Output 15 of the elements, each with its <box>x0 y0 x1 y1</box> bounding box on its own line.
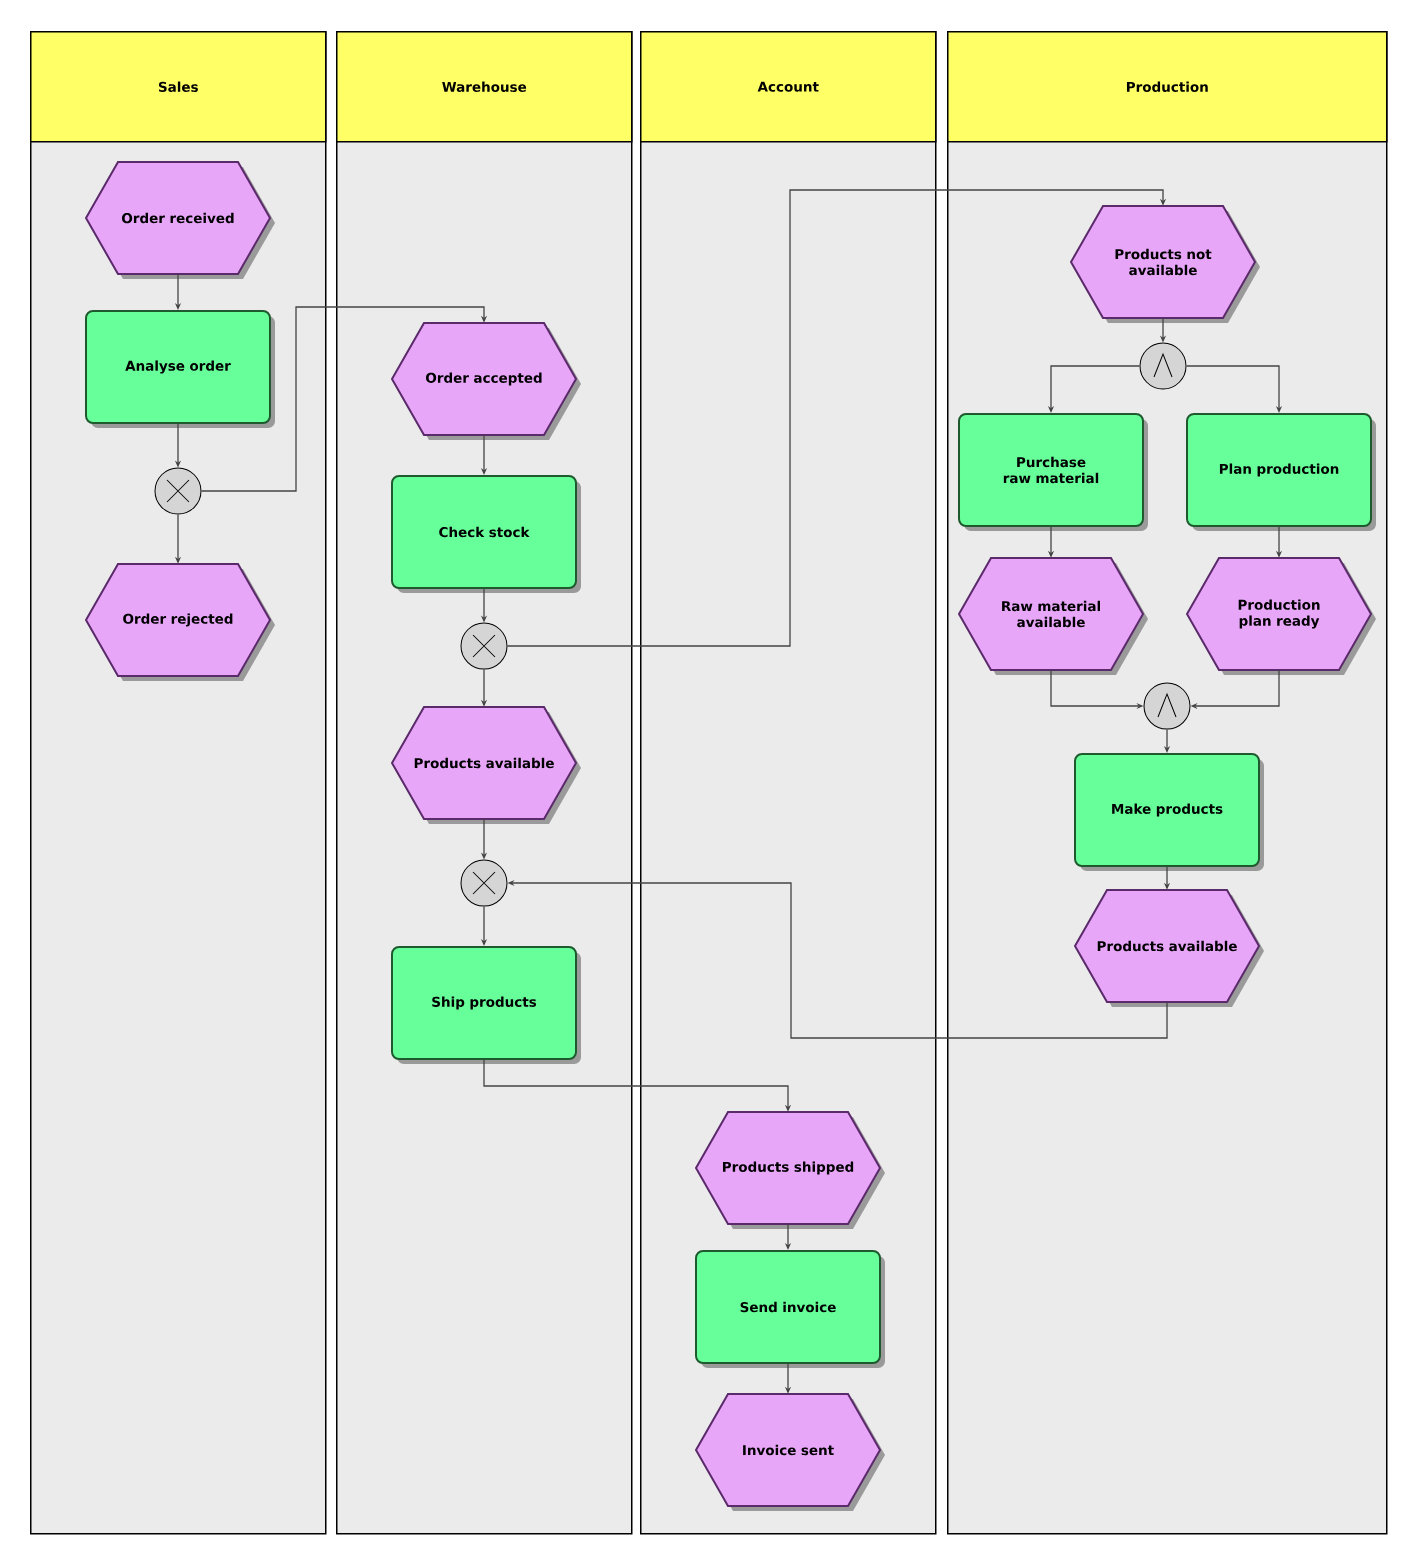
xor-connector <box>460 859 508 907</box>
function-box: Ship products <box>391 946 581 1064</box>
function-box: Make products <box>1074 753 1264 871</box>
function-box: Purchase raw material <box>958 413 1148 531</box>
arrow <box>1185 365 1283 413</box>
and-connector <box>1139 342 1187 390</box>
arrow <box>506 189 1167 647</box>
xor-connector <box>154 467 202 515</box>
function-box: Plan production <box>1186 413 1376 531</box>
function-box: Send invoice <box>695 1250 885 1368</box>
function-box: Check stock <box>391 475 581 593</box>
function-box: Analyse order <box>85 310 275 428</box>
xor-connector <box>460 622 508 670</box>
arrow <box>200 306 488 492</box>
and-connector <box>1143 682 1191 730</box>
